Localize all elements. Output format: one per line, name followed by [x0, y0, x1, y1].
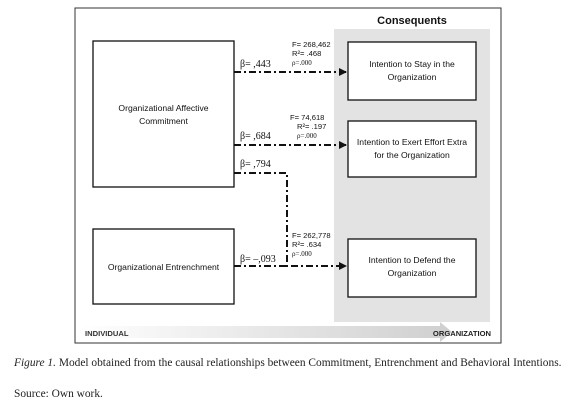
outcome-label-line: Intention to Defend the — [369, 255, 456, 265]
outcome-label-line: for the Organization — [374, 150, 450, 160]
figure-label: Figure 1. — [14, 357, 56, 369]
fit-stat-p: ρ=.000 — [297, 132, 317, 140]
fit-stat-p: ρ=.000 — [292, 250, 312, 258]
beta-label: β= ,684 — [240, 131, 271, 142]
predictor-label-line: Organizational Affective — [118, 103, 208, 113]
outcome-label-line: Intention to Exert Effort Extra — [357, 137, 467, 147]
predictor-label-line: Commitment — [139, 116, 188, 126]
fit-stat-r2: R²= .468 — [292, 49, 321, 58]
beta-label: β= ,794 — [240, 159, 271, 170]
fit-stat-f: F= 268,462 — [292, 40, 331, 49]
fit-stats-stay: F= 268,462 R²= .468 ρ=.000 — [292, 40, 331, 67]
predictor-entrenchment: Organizational Entrenchment — [92, 228, 235, 305]
fit-stat-f: F= 262,778 — [292, 231, 331, 240]
outcome-defend: Intention to Defend the Organization — [347, 238, 477, 298]
fit-stat-r2: R²= .634 — [292, 240, 321, 249]
outcome-effort: Intention to Exert Effort Extra for the … — [347, 120, 477, 178]
outcome-label-line: Intention to Stay in the — [369, 59, 455, 69]
source-note: Source: Own work. — [14, 388, 103, 400]
predictor-label-line: Organizational Entrenchment — [108, 262, 220, 272]
path-arrow-affective-defend — [234, 172, 347, 270]
outcome-label-line: Organization — [388, 268, 437, 278]
predictor-affective-commitment: Organizational Affective Commitment — [92, 40, 235, 188]
beta-label: β= –,093 — [240, 254, 276, 265]
figure-caption: Figure 1. Model obtained from the causal… — [14, 356, 570, 370]
outcome-label-line: Organization — [388, 72, 437, 82]
beta-label: β= ,443 — [240, 59, 271, 70]
fit-stats-effort: F= 74,618 R²= .197 ρ=.000 — [290, 113, 326, 140]
fit-stat-f: F= 74,618 — [290, 113, 324, 122]
fit-stat-r2: R²= .197 — [297, 122, 326, 131]
axis-label-organization: ORGANIZATION — [433, 329, 491, 338]
outcome-stay: Intention to Stay in the Organization — [347, 41, 477, 101]
axis-label-individual: INDIVIDUAL — [85, 329, 129, 338]
consequents-header: Consequents — [377, 15, 447, 27]
fit-stats-defend: F= 262,778 R²= .634 ρ=.000 — [292, 231, 331, 258]
fit-stat-p: ρ=.000 — [292, 59, 312, 67]
individual-organization-axis: INDIVIDUAL ORGANIZATION — [80, 322, 491, 342]
caption-text: Model obtained from the causal relations… — [55, 357, 562, 369]
